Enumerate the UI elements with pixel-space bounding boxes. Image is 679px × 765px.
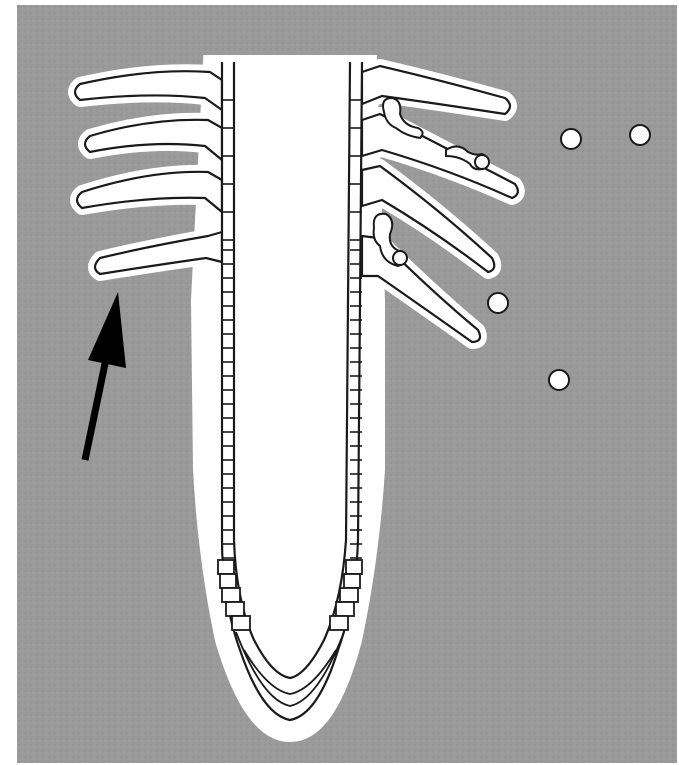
- rhizobium-bacterium: [393, 251, 407, 265]
- rhizobium-bacterium: [561, 129, 581, 149]
- rhizobium-bacterium: [630, 125, 650, 145]
- rhizobium-bacterium: [488, 293, 508, 313]
- rhizobium-bacterium: [549, 370, 569, 390]
- rhizobium-bacterium: [475, 155, 489, 169]
- root-inner-wall: [234, 62, 350, 678]
